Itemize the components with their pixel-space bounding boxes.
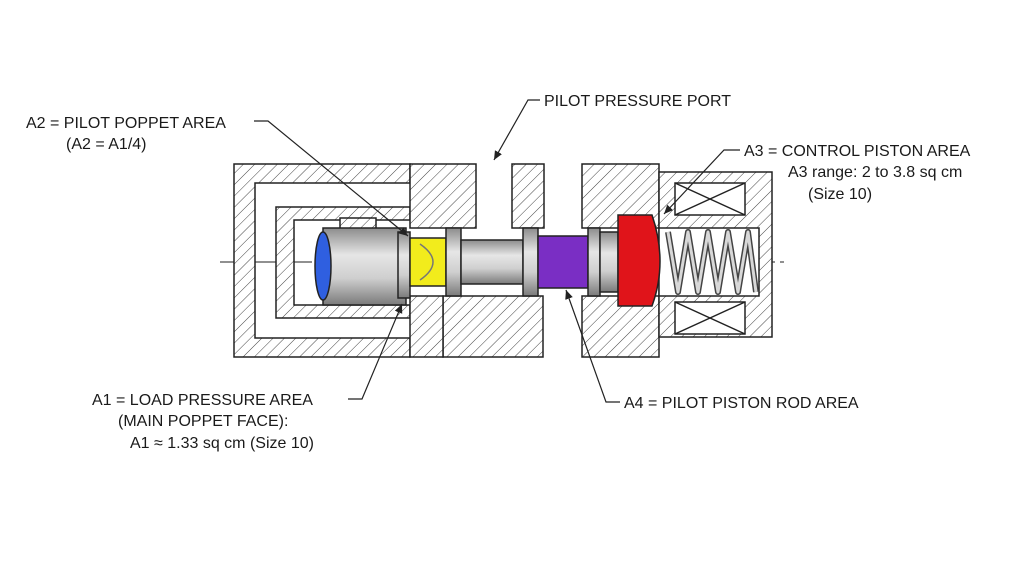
connecting-rod	[460, 239, 524, 285]
a4-leader	[565, 289, 620, 403]
pilot-piston-rod	[537, 235, 589, 289]
a2-label-line1: A2 = PILOT POPPET AREA	[26, 115, 226, 132]
body-block-upper-mid	[511, 163, 545, 229]
spool-land-right	[587, 227, 601, 297]
leader-lines	[254, 99, 740, 403]
body-block-upper-left	[409, 163, 477, 229]
pilot-port-leader	[493, 99, 540, 161]
a1-label-line1: A1 = LOAD PRESSURE AREA	[92, 392, 313, 409]
a3-label-line2: A3 range: 2 to 3.8 sq cm	[788, 164, 962, 181]
left-port-wall	[409, 295, 444, 358]
spool-assembly	[314, 214, 661, 307]
spring-housing	[658, 171, 773, 338]
a3-leader	[663, 149, 740, 215]
a2-leader	[254, 120, 409, 237]
main-poppet-face	[314, 231, 332, 301]
main-poppet	[322, 227, 407, 306]
control-piston	[617, 214, 661, 307]
a1-leader	[348, 303, 403, 400]
annotations: PILOT PRESSURE PORT A2 = PILOT POPPET AR…	[26, 93, 971, 452]
a3-label-line1: A3 = CONTROL PISTON AREA	[744, 143, 971, 160]
a1-label-line3: A1 ≈ 1.33 sq cm (Size 10)	[130, 435, 314, 452]
valve-body	[233, 163, 660, 358]
a3-label-line3: (Size 10)	[808, 186, 872, 203]
a1-label-line2: (MAIN POPPET FACE):	[118, 413, 288, 430]
spool-land-middle	[522, 227, 539, 297]
body-block-lower-left	[442, 295, 544, 358]
spool-land-left	[445, 227, 462, 297]
a4-label: A4 = PILOT PISTON ROD AREA	[624, 395, 859, 412]
a2-label-line2: (A2 = A1/4)	[66, 136, 147, 153]
main-poppet-ring	[397, 231, 411, 299]
spool-collar	[599, 231, 619, 293]
pilot-port-label: PILOT PRESSURE PORT	[544, 93, 731, 110]
pilot-poppet	[409, 237, 447, 287]
